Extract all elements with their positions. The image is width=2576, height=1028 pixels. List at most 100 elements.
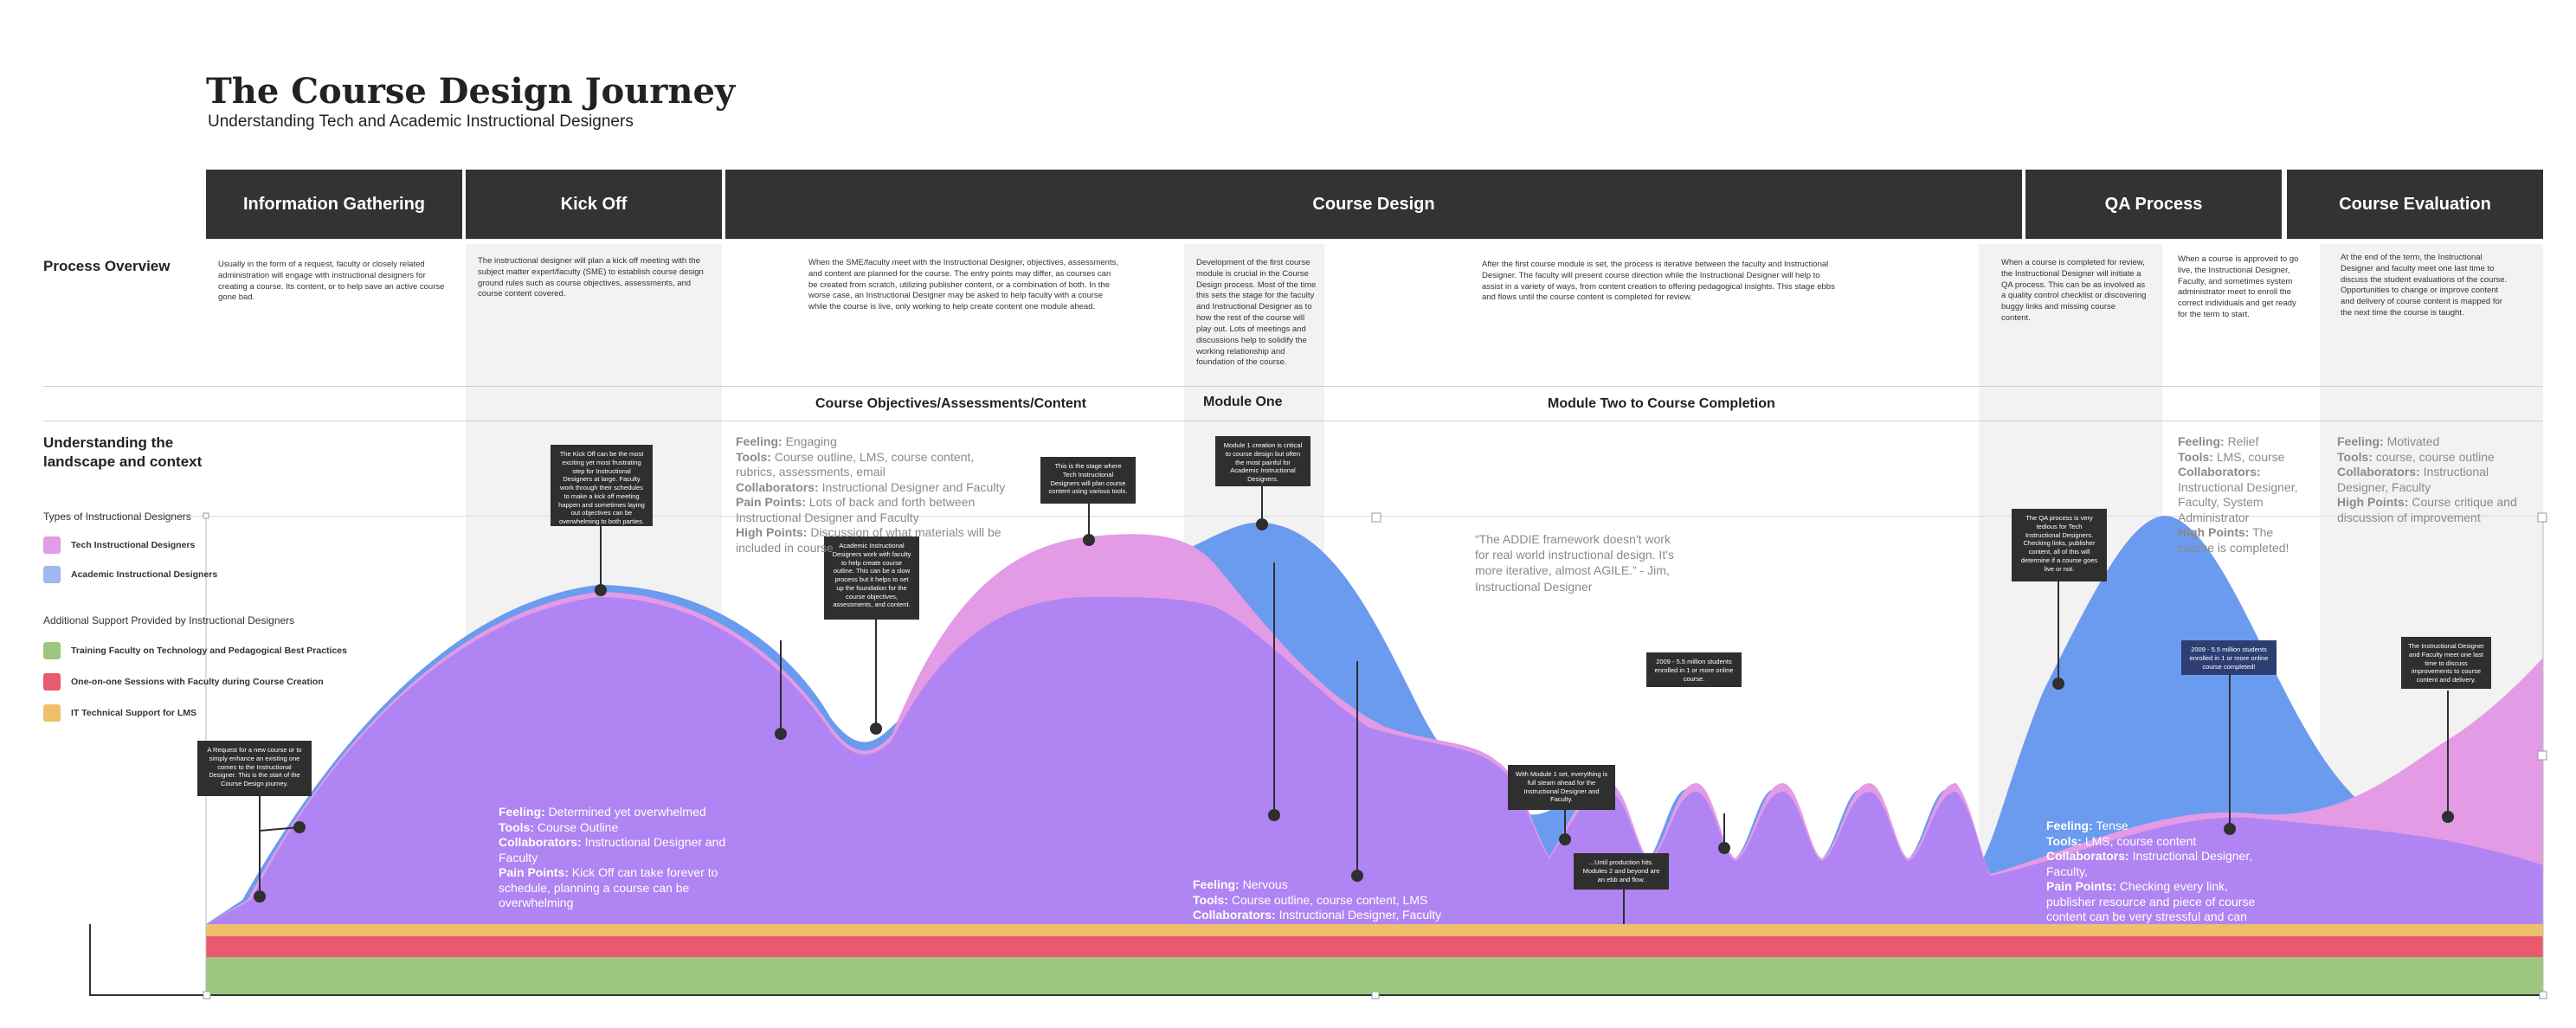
feeling-qa-relief: Feeling: Relief Tools: LMS, course Colla… <box>2178 434 2299 556</box>
label: Tools: <box>1193 892 1228 907</box>
label: High Points: <box>2178 525 2250 539</box>
legend-label: One-on-one Sessions with Faculty during … <box>71 677 324 687</box>
callout-connectors <box>254 485 2454 924</box>
label: Collaborators: <box>1193 908 1276 922</box>
label: Collaborators: <box>2046 849 2129 863</box>
callout-module1-critical: Module 1 creation is critical to course … <box>1215 436 1311 486</box>
phase-label: Kick Off <box>560 194 628 214</box>
callout-academic-outline: Academic Instructional Designers work wi… <box>824 536 919 620</box>
academic-swatch <box>43 566 61 583</box>
legend-label: Training Faculty on Technology and Pedag… <box>71 646 347 656</box>
label: Feeling: <box>736 434 782 448</box>
overview-info-gathering: Usually in the form of a request, facult… <box>218 260 445 303</box>
feeling-kickoff: Feeling: Determined yet overwhelmed Tool… <box>499 805 732 911</box>
training-swatch <box>43 642 61 659</box>
callout-students-2009: 2009 - 5.5 million students enrolled in … <box>1646 652 1742 687</box>
legend-item-one-on-one: One-on-one Sessions with Faculty during … <box>43 673 324 691</box>
value: Kick Off can take forever to schedule, p… <box>499 865 718 909</box>
feeling-objectives: Feeling: Engaging Tools: Course outline,… <box>736 434 1013 556</box>
subphase-objectives: Course Objectives/Assessments/Content <box>815 396 1086 411</box>
support-bar-it <box>206 924 2543 936</box>
value: LMS, course <box>2216 449 2285 464</box>
overview-module-two: After the first course module is set, th… <box>1482 260 1835 303</box>
label: Feeling: <box>2046 819 2093 832</box>
label: Feeling: <box>2178 434 2225 448</box>
overview-evaluation: At the end of the term, the Instructiona… <box>2341 253 2508 318</box>
phase-label: Information Gathering <box>243 194 425 214</box>
value: Engaging <box>785 434 837 448</box>
label: Tools: <box>2337 449 2373 464</box>
label: Collaborators: <box>2178 465 2261 479</box>
row-label-understanding-1: Understanding the <box>43 434 174 451</box>
subphase-module-one: Module One <box>1203 395 1283 409</box>
phase-label: Course Design <box>1312 194 1435 214</box>
phase-course-evaluation: Course Evaluation <box>2287 170 2543 239</box>
support-bar-one-on-one <box>206 936 2543 957</box>
phase-course-design: Course Design <box>725 170 2022 239</box>
overview-module-one: Development of the first course module i… <box>1196 258 1317 368</box>
tech-swatch <box>43 536 61 554</box>
callout-evaluation: The Instructional Designer and Faculty m… <box>2401 637 2491 689</box>
feeling-evaluation: Feeling: Motivated Tools: course, course… <box>2337 434 2543 525</box>
page-subtitle: Understanding Tech and Academic Instruct… <box>208 112 634 131</box>
value: LMS, course content <box>2084 833 2197 848</box>
feeling-qa-tense: Feeling: Tense Tools: LMS, course conten… <box>2046 819 2277 925</box>
callout-production: ...Until production hits. Modules 2 and … <box>1574 853 1669 890</box>
callout-module1-set: With Module 1 set, everything is full st… <box>1508 765 1615 810</box>
it-support-swatch <box>43 704 61 722</box>
one-on-one-swatch <box>43 673 61 691</box>
label: Tools: <box>499 819 534 834</box>
value: Instructional Designer and Faculty <box>499 835 726 864</box>
label: Tools: <box>2046 833 2082 848</box>
overview-objectives: When the SME/faculty meet with the Instr… <box>808 258 1118 312</box>
label: High Points: <box>2337 495 2409 509</box>
label: Pain Points: <box>2046 879 2116 893</box>
legend-label: IT Technical Support for LMS <box>71 708 197 718</box>
value: Relief <box>2227 434 2259 448</box>
label: Feeling: <box>2337 434 2384 448</box>
label: Feeling: <box>1193 877 1240 891</box>
legend-label: Academic Instructional Designers <box>71 569 218 580</box>
phase-kick-off: Kick Off <box>466 170 722 239</box>
value: The course is completed! <box>2178 525 2289 555</box>
callout-kickoff: The Kick Off can be the most exciting ye… <box>551 445 653 526</box>
addie-quote: “The ADDIE framework doesn't work for re… <box>1475 532 1674 594</box>
overview-kick-off: The instructional designer will plan a k… <box>478 256 704 299</box>
legend-item-training: Training Faculty on Technology and Pedag… <box>43 642 347 659</box>
overlap-area <box>206 597 2543 924</box>
value: Lots of back and forth between Instructi… <box>736 495 976 524</box>
value: Instructional Designer, Faculty, <box>2046 849 2253 878</box>
value: Course outline, course content, LMS <box>1231 892 1428 907</box>
row-label-understanding-2: landscape and context <box>43 453 203 470</box>
legend-types-title: Types of Instructional Designers <box>43 511 191 523</box>
value: Instructional Designer, Faculty <box>2337 465 2489 494</box>
legend-item-academic: Academic Instructional Designers <box>43 566 217 583</box>
label: Feeling: <box>499 805 545 819</box>
axis-line <box>89 924 2543 996</box>
label: Pain Points: <box>499 865 569 879</box>
row-label-process-overview: Process Overview <box>43 258 171 274</box>
value: Instructional Designer, Faculty, System … <box>2178 479 2298 524</box>
label: Pain Points: <box>736 495 806 509</box>
callout-qa-tech: The QA process is very tedious for Tech … <box>2012 509 2107 581</box>
label: Collaborators: <box>2337 465 2420 479</box>
phase-qa-process: QA Process <box>2025 170 2282 239</box>
selection-handles <box>203 512 2547 999</box>
support-bar-training <box>206 957 2543 995</box>
subphase-module-two: Module Two to Course Completion <box>1548 396 1775 411</box>
label: Tools: <box>736 449 771 464</box>
callout-request: A Request for a new course or to simply … <box>197 741 312 796</box>
callout-completed-2009: 2009 - 5.5 million students enrolled in … <box>2181 640 2277 675</box>
legend-support-title: Additional Support Provided by Instructi… <box>43 614 295 626</box>
value: Tense <box>2096 819 2128 832</box>
overview-qa-2: When a course is approved to go live, th… <box>2178 254 2299 320</box>
legend-item-it-support: IT Technical Support for LMS <box>43 704 196 722</box>
divider <box>43 386 2543 387</box>
value: Course critique and discussion of improv… <box>2337 495 2517 524</box>
value: Course outline, LMS, course content, rub… <box>736 449 975 479</box>
phase-label: QA Process <box>2104 194 2203 214</box>
value: Course Outline <box>537 819 619 834</box>
phase-label: Course Evaluation <box>2339 194 2491 214</box>
divider <box>43 516 2543 517</box>
